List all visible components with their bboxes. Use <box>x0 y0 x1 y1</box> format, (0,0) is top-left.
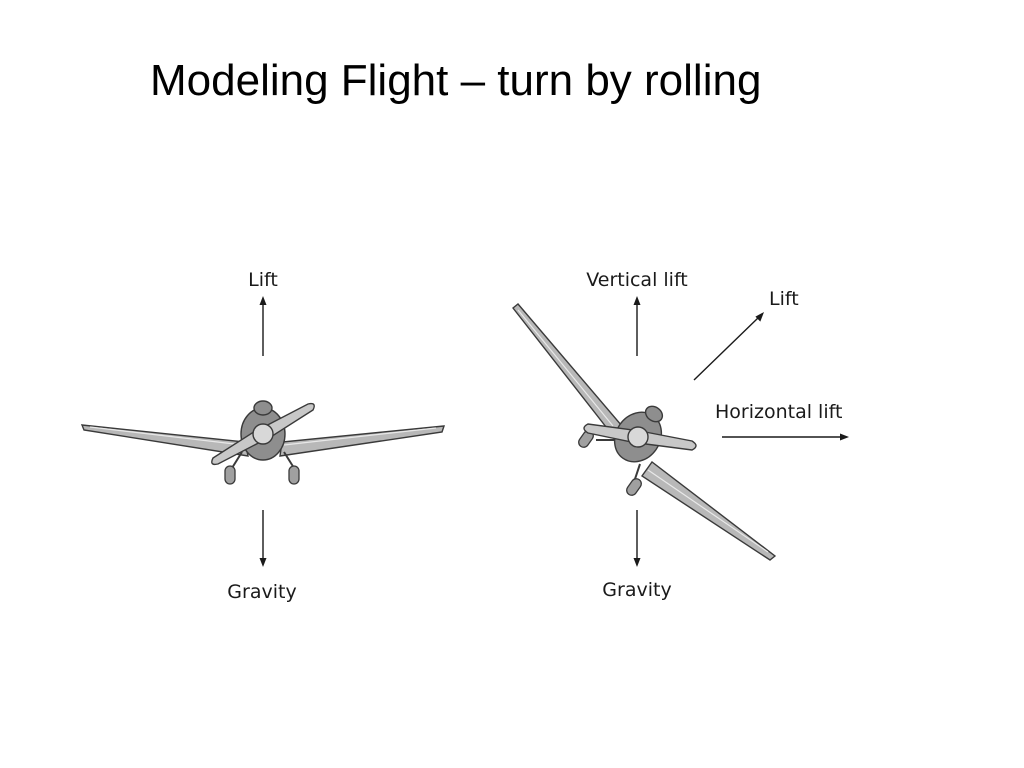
level-left-wheel <box>224 465 236 485</box>
level-left-wing <box>80 424 249 457</box>
banked-airplane-icon <box>512 303 777 561</box>
level-airplane-icon <box>80 400 446 485</box>
level-lift-label: Lift <box>248 269 278 291</box>
slide-title: Modeling Flight – turn by rolling <box>150 56 762 105</box>
level-lift-arrow <box>259 296 267 356</box>
horizontal-lift-arrow <box>722 433 849 441</box>
vertical-lift-arrow <box>633 296 641 356</box>
banked-propeller-hub <box>627 426 649 448</box>
banked-propeller-blade-right <box>637 430 697 451</box>
lift-label: Lift <box>769 288 799 310</box>
level-right-wheel <box>288 465 300 485</box>
banked-turn-group: Vertical lift Lift Horizontal lift <box>512 269 849 601</box>
horizontal-lift-label: Horizontal lift <box>715 401 842 423</box>
vertical-lift-label: Vertical lift <box>586 269 688 291</box>
level-right-wing <box>279 425 446 457</box>
banked-gravity-label: Gravity <box>602 579 671 601</box>
banked-propeller-blade-left <box>583 423 641 444</box>
level-gravity-arrow <box>259 510 267 567</box>
level-gravity-label: Gravity <box>227 581 296 603</box>
banked-gravity-arrow <box>633 510 641 567</box>
banked-right-wheel <box>626 478 642 496</box>
lift-arrow <box>693 312 764 381</box>
level-flight-group: Lift <box>80 269 446 603</box>
level-propeller-hub <box>252 423 274 445</box>
